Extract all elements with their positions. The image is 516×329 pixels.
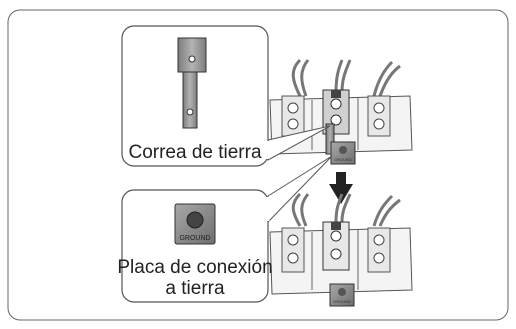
callout-ground-plate: GROUND Placa de conexión a tierra (117, 155, 333, 303)
ground-strap-illustration (177, 37, 207, 129)
plate-label-line2: a tierra (165, 278, 225, 299)
strap-label: Correa de tierra (128, 142, 261, 163)
ground-label-small-bottom: GROUND (333, 299, 351, 304)
callout-strap: Correa de tierra (121, 25, 331, 167)
terminal-block-bottom: GROUND (269, 192, 413, 307)
ground-label-small-top: GROUND (334, 157, 352, 162)
ground-plate-text: GROUND (179, 235, 210, 242)
plate-label-line1: Placa de conexión (117, 257, 272, 278)
ground-plate-illustration: GROUND (174, 203, 216, 245)
